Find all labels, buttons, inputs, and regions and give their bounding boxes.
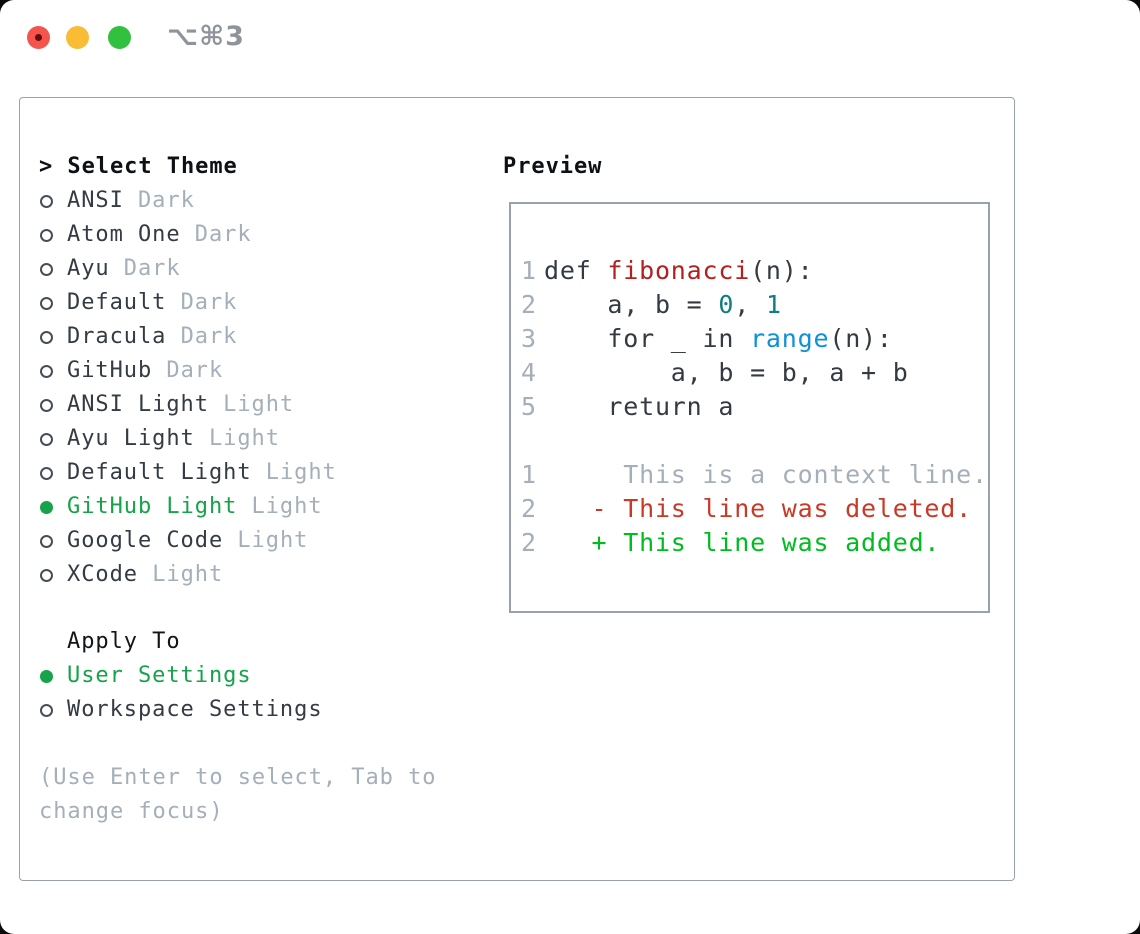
code-token-code: (n): [829, 324, 893, 353]
code-token-added: + This line was added. [544, 528, 941, 557]
window-title: ⌥⌘3 [167, 21, 245, 52]
code-token-code: , [734, 290, 766, 319]
option-label: Workspace Settings [67, 697, 323, 722]
radio-icon [40, 228, 53, 242]
option-label: Atom One [67, 222, 181, 247]
radio-icon [40, 534, 53, 548]
code-token-code: a, b = b, a + b [544, 358, 909, 387]
option-label: ANSI [67, 188, 124, 213]
line-number: 4 [521, 358, 537, 387]
theme-option-github-light[interactable]: GitHub Light Light [39, 490, 337, 524]
code-token-func: fibonacci [607, 256, 751, 285]
radio-icon [40, 194, 53, 208]
theme-option-ayu-light[interactable]: Ayu Light Light [39, 422, 337, 456]
cursor-caret: > [39, 154, 54, 179]
theme-option-dracula[interactable]: Dracula Dark [39, 320, 337, 354]
option-variant-tag: Dark [180, 290, 238, 315]
line-number: 2 [521, 290, 537, 319]
radio-icon [40, 703, 53, 717]
apply-option-workspace-settings[interactable]: Workspace Settings [39, 693, 323, 727]
option-variant-tag: Light [223, 392, 295, 417]
line-number: 1 [521, 256, 537, 285]
theme-option-default[interactable]: Default Dark [39, 286, 337, 320]
radio-icon [40, 296, 53, 310]
radio-selected-icon [40, 669, 53, 683]
radio-selected-icon [40, 500, 53, 514]
option-label: Google Code [67, 528, 224, 553]
theme-option-ayu[interactable]: Ayu Dark [39, 252, 337, 286]
unsaved-dot-icon [35, 34, 42, 41]
line-number: 2 [521, 494, 537, 523]
option-label: ANSI Light [67, 392, 209, 417]
radio-icon [40, 568, 53, 582]
preview-title: Preview [503, 154, 603, 179]
select-theme-header: > Select Theme [39, 150, 238, 184]
code-token-deleted: - This line was deleted. [544, 494, 972, 523]
apply-to-header: Apply To [67, 629, 181, 654]
close-button[interactable] [27, 26, 50, 49]
radio-icon [40, 398, 53, 412]
option-label: Dracula [67, 324, 167, 349]
option-label: User Settings [67, 663, 252, 688]
radio-icon [40, 364, 53, 378]
option-label: Ayu Light [67, 426, 195, 451]
theme-option-ansi-light[interactable]: ANSI Light Light [39, 388, 337, 422]
theme-option-atom-one[interactable]: Atom One Dark [39, 218, 337, 252]
line-number: 2 [521, 528, 537, 557]
option-variant-tag: Light [265, 460, 337, 485]
radio-icon [40, 330, 53, 344]
preview-header: Preview [503, 150, 602, 184]
option-label: XCode [67, 562, 138, 587]
theme-option-github[interactable]: GitHub Dark [39, 354, 337, 388]
option-variant-tag: Light [237, 528, 309, 553]
line-number: 3 [521, 324, 537, 353]
option-variant-tag: Dark [194, 222, 252, 247]
option-variant-tag: Light [208, 426, 280, 451]
option-variant-tag: Dark [180, 324, 238, 349]
option-label: GitHub Light [67, 494, 238, 519]
code-token-code: return a [544, 392, 735, 421]
apply-option-user-settings[interactable]: User Settings [39, 659, 323, 693]
option-variant-tag: Light [152, 562, 224, 587]
radio-icon [40, 466, 53, 480]
code-token-num: 1 [765, 290, 782, 319]
line-number: 1 [521, 460, 537, 489]
code-token-code: (n): [750, 256, 814, 285]
maximize-button[interactable] [108, 26, 131, 49]
code-token-call: range [750, 324, 830, 353]
theme-option-xcode[interactable]: XCode Light [39, 558, 337, 592]
code-token-code: a, b = [544, 290, 719, 319]
option-label: Ayu [67, 256, 110, 281]
theme-option-google-code[interactable]: Google Code Light [39, 524, 337, 558]
theme-option-ansi[interactable]: ANSI Dark [39, 184, 337, 218]
code-token-num: 0 [718, 290, 735, 319]
hint-text: (Use Enter to select, Tab to change focu… [39, 765, 437, 824]
radio-icon [40, 432, 53, 446]
line-number: 5 [521, 392, 537, 421]
minimize-button[interactable] [66, 26, 89, 49]
code-token-muted: This is a context line. [544, 460, 988, 489]
select-theme-title: Select Theme [67, 154, 238, 179]
code-token-code: for _ in [544, 324, 751, 353]
option-label: Default [67, 290, 167, 315]
theme-option-default-light[interactable]: Default Light Light [39, 456, 337, 490]
radio-icon [40, 262, 53, 276]
code-token-code: def [544, 256, 608, 285]
option-variant-tag: Dark [123, 256, 181, 281]
option-label: Default Light [67, 460, 252, 485]
option-variant-tag: Dark [166, 358, 224, 383]
option-variant-tag: Dark [137, 188, 195, 213]
option-label: GitHub [67, 358, 153, 383]
option-variant-tag: Light [251, 494, 323, 519]
